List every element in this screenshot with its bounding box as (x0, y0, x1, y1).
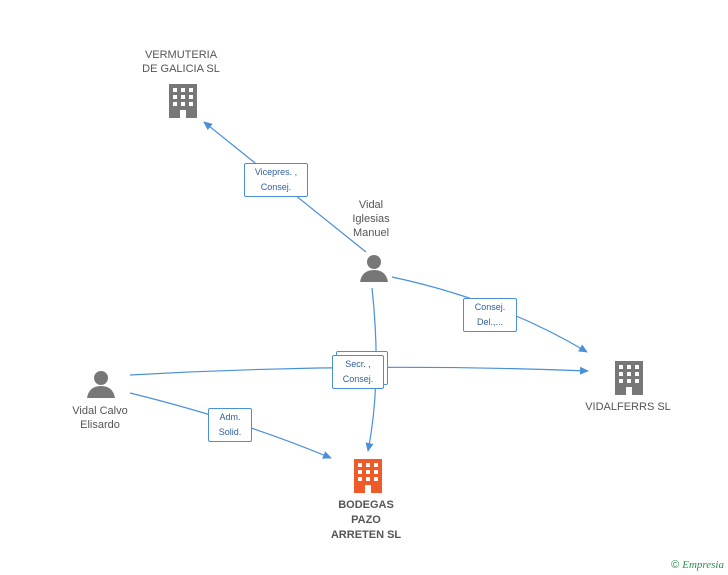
edge-label-secr: Secr. , Consej. (332, 355, 384, 389)
node-label-vidal-calvo: Vidal Calvo Elisardo (52, 404, 148, 432)
copyright-icon: © (671, 559, 680, 571)
footer-brand[interactable]: © Empresia (671, 559, 724, 571)
building-icon-main[interactable] (352, 459, 384, 493)
edge-label-line: Consej. (342, 374, 374, 384)
edge-label-vicepres: Vicepres. , Consej. (244, 163, 308, 197)
node-label-line: ARRETEN SL (330, 529, 402, 541)
node-label-line: BODEGAS (338, 499, 394, 511)
building-icon[interactable] (613, 361, 645, 395)
edge-label-line: Consej. (474, 302, 506, 312)
node-label-bodegas: BODEGAS PAZO ARRETEN SL (316, 498, 416, 543)
person-icon[interactable] (359, 253, 389, 283)
edge-label-line: Solid. (218, 427, 242, 437)
node-label-line: Vidal Calvo (72, 405, 128, 417)
building-icon[interactable] (167, 84, 199, 118)
edge-label-line: Adm. (219, 412, 241, 422)
edge-label-adm: Adm. Solid. (208, 408, 252, 442)
node-label-vidalferrs: VIDALFERRS SL (576, 400, 680, 414)
node-label-line: VIDALFERRS SL (585, 401, 671, 413)
node-label-line: VERMUTERIA (144, 49, 218, 61)
node-label-line: Iglesias (352, 213, 390, 225)
brand-logo: Empresia (682, 559, 724, 571)
edge-label-line: Secr. , (345, 359, 371, 369)
node-label-line: Elisardo (80, 419, 120, 431)
node-label-vermuteria: VERMUTERIA DE GALICIA SL (118, 48, 244, 76)
node-label-line: PAZO (351, 514, 381, 526)
node-label-line: DE GALICIA SL (142, 63, 220, 75)
edge-label-line: Consej. (260, 182, 292, 192)
edge-label-line: Vicepres. , (254, 167, 298, 177)
edge-label-consej-del: Consej. Del.,... (463, 298, 517, 332)
node-label-line: Vidal (358, 199, 384, 211)
node-label-vidal-iglesias: Vidal Iglesias Manuel (330, 198, 412, 240)
person-icon[interactable] (86, 369, 116, 399)
node-label-line: Manuel (352, 227, 390, 239)
edge-label-line: Del.,... (476, 317, 503, 327)
